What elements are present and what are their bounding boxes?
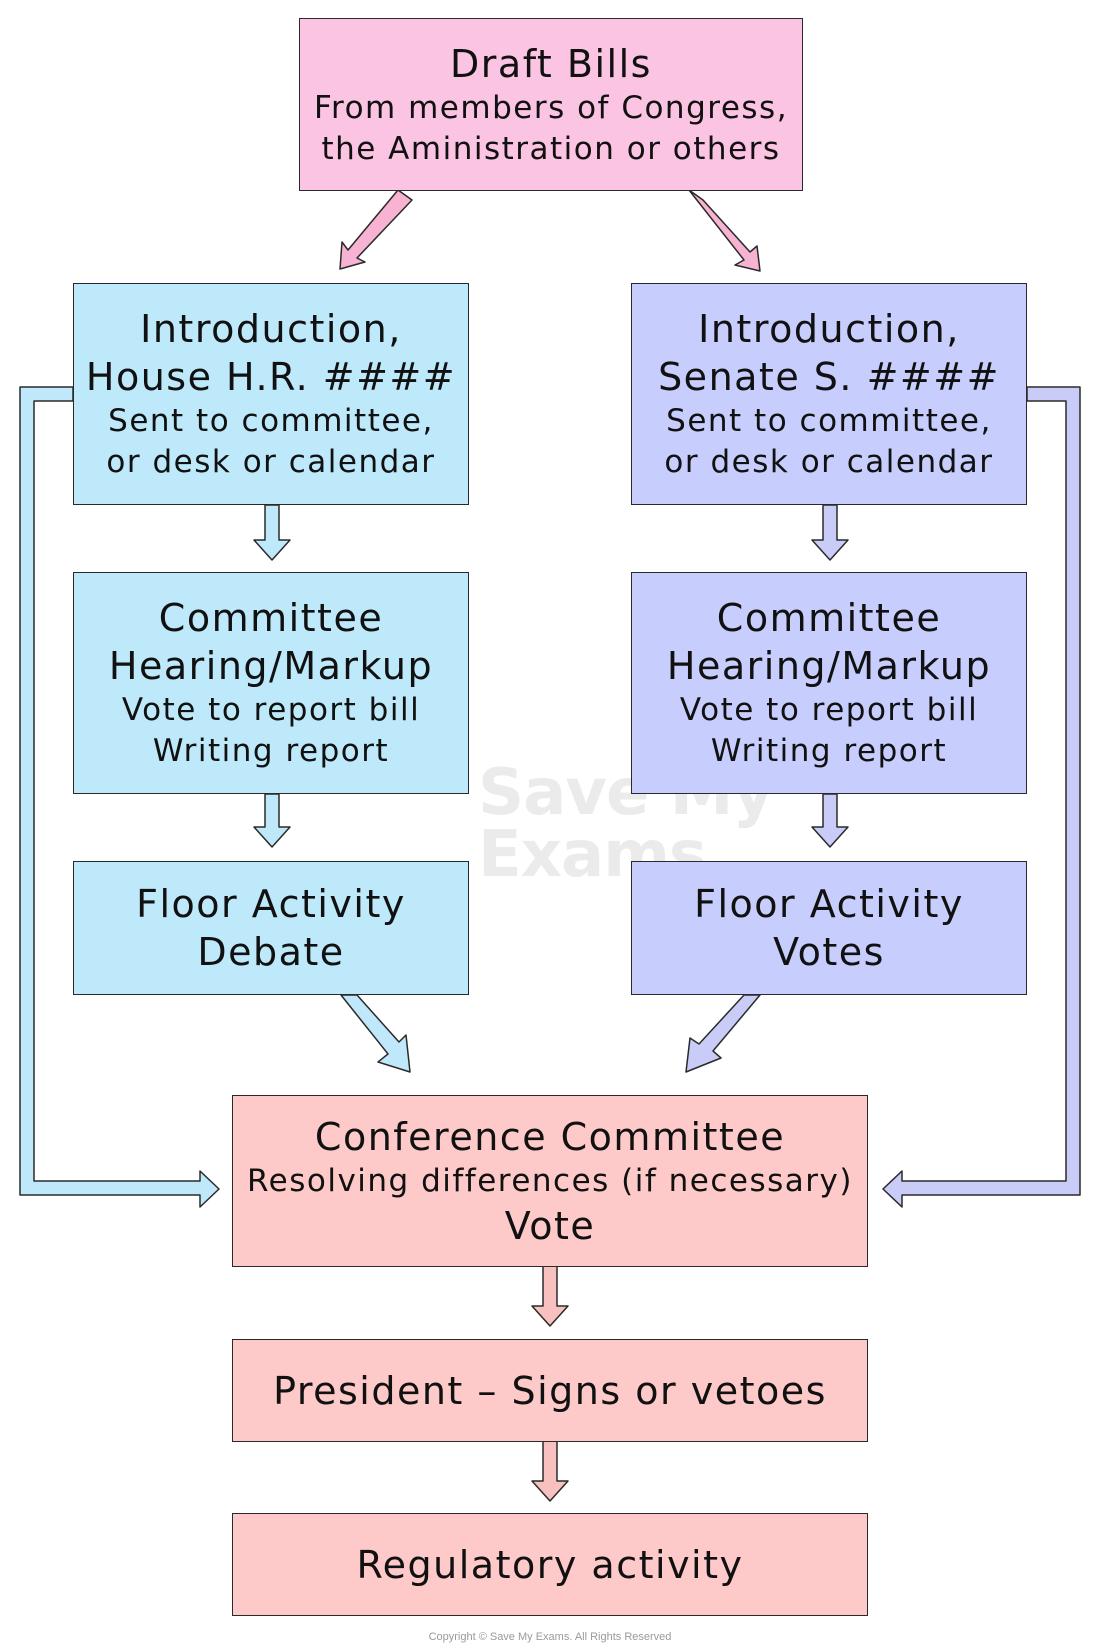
conference-sub: Resolving differences (if necessary): [247, 1162, 853, 1199]
house-floor-title2: Debate: [197, 930, 345, 974]
house-committee-title2: Hearing/Markup: [108, 644, 434, 688]
senate-intro-title1: Introduction,: [698, 307, 960, 351]
senate-intro-sub2: or desk or calendar: [664, 444, 994, 480]
house-intro-title1: Introduction,: [140, 307, 402, 351]
regulatory-title: Regulatory activity: [356, 1542, 744, 1587]
conference-committee-box: Conference Committee Resolving differenc…: [232, 1095, 868, 1267]
arrow-president-to-regulatory: [531, 1440, 569, 1502]
senate-intro-title2: Senate S. ####: [658, 355, 1000, 399]
house-intro-sub1: Sent to committee,: [108, 403, 434, 439]
draft-bills-line1: From members of Congress,: [313, 89, 789, 126]
conference-title: Conference Committee: [314, 1114, 786, 1159]
arrow-house-floor-to-conference: [340, 994, 411, 1073]
senate-floor-box: Floor Activity Votes: [631, 861, 1027, 995]
senate-floor-title1: Floor Activity: [694, 882, 964, 926]
arrow-senate-floor-to-conference: [685, 994, 761, 1073]
arrow-house-committee-to-floor: [253, 793, 291, 848]
president-box: President – Signs or vetoes: [232, 1339, 868, 1442]
arrow-draft-to-senate: [688, 189, 761, 272]
arrow-draft-to-house: [339, 189, 413, 270]
house-committee-title1: Committee: [158, 596, 384, 640]
senate-committee-box: Committee Hearing/Markup Vote to report …: [631, 572, 1027, 794]
arrow-senate-bypass: [882, 386, 1081, 1208]
arrow-senate-committee-to-floor: [811, 793, 849, 848]
draft-bills-title: Draft Bills: [450, 41, 652, 86]
draft-bills-line2: the Aministration or others: [321, 130, 781, 167]
house-intro-title2: House H.R. ####: [85, 355, 457, 399]
senate-committee-sub1: Vote to report bill: [679, 692, 979, 728]
senate-floor-title2: Votes: [773, 930, 885, 974]
arrow-house-bypass: [19, 386, 220, 1208]
draft-bills-box: Draft Bills From members of Congress, th…: [299, 18, 803, 191]
arrow-conference-to-president: [531, 1265, 569, 1327]
house-committee-box: Committee Hearing/Markup Vote to report …: [73, 572, 469, 794]
house-floor-title1: Floor Activity: [136, 882, 406, 926]
house-intro-sub2: or desk or calendar: [106, 444, 436, 480]
president-title: President – Signs or vetoes: [273, 1368, 827, 1413]
arrow-house-intro-to-committee: [253, 504, 291, 561]
copyright-notice: Copyright © Save My Exams. All Rights Re…: [428, 1631, 672, 1643]
senate-intro-box: Introduction, Senate S. #### Sent to com…: [631, 283, 1027, 505]
senate-committee-title2: Hearing/Markup: [666, 644, 992, 688]
senate-committee-sub2: Writing report: [710, 733, 948, 769]
regulatory-box: Regulatory activity: [232, 1513, 868, 1616]
senate-intro-sub1: Sent to committee,: [666, 403, 992, 439]
senate-committee-title1: Committee: [716, 596, 942, 640]
house-committee-sub1: Vote to report bill: [121, 692, 421, 728]
arrow-senate-intro-to-committee: [811, 504, 849, 561]
house-committee-sub2: Writing report: [152, 733, 390, 769]
house-floor-box: Floor Activity Debate: [73, 861, 469, 995]
conference-vote: Vote: [504, 1203, 596, 1248]
house-intro-box: Introduction, House H.R. #### Sent to co…: [73, 283, 469, 505]
